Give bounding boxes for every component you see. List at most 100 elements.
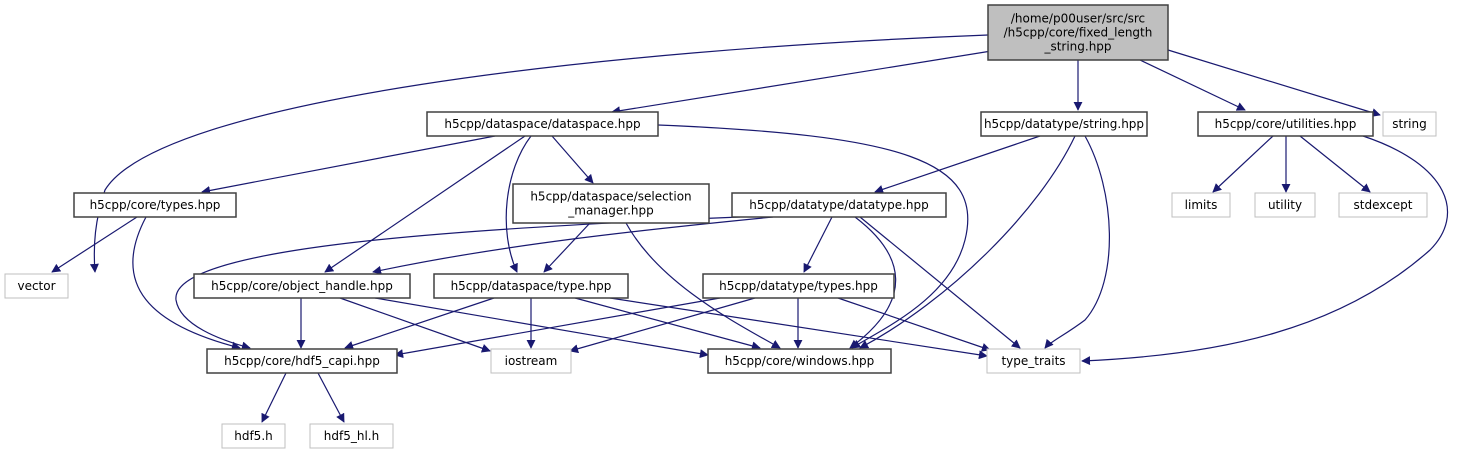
edge-dt_types-to-type_traits xyxy=(837,297,991,352)
node-label: utility xyxy=(1268,198,1302,212)
node-box xyxy=(193,273,411,299)
edge-dataspace-to-windows xyxy=(657,124,969,349)
edges-layer xyxy=(51,34,1448,423)
node-type-traits: type_traits xyxy=(986,348,1081,374)
node-utility: utility xyxy=(1254,192,1316,218)
node-hdf5-hl-h: hdf5_hl.h xyxy=(309,423,394,449)
node-box xyxy=(309,423,394,449)
node-label: /h5cpp/core/fixed_length xyxy=(1004,26,1153,40)
node-box xyxy=(433,273,629,299)
node-ds-type[interactable]: h5cpp/dataspace/type.hpp xyxy=(433,273,629,299)
node-label: _manager.hpp xyxy=(567,204,654,218)
edge-selection-to-ds_type xyxy=(543,222,591,273)
node-label: /home/p00user/src/src xyxy=(1011,12,1145,26)
node-box xyxy=(702,273,895,299)
node-selection[interactable]: h5cpp/dataspace/selection_manager.hpp xyxy=(512,183,710,224)
node-label: h5cpp/dataspace/selection xyxy=(530,190,691,204)
node-box xyxy=(1254,192,1316,218)
node-label: h5cpp/dataspace/type.hpp xyxy=(451,279,612,293)
node-label: h5cpp/datatype/types.hpp xyxy=(719,279,878,293)
edge-utilities-to-limits xyxy=(1212,135,1274,193)
node-hdf5-capi[interactable]: h5cpp/core/hdf5_capi.hpp xyxy=(206,348,398,374)
edge-dataspace-to-ds_type xyxy=(505,135,532,273)
node-label: iostream xyxy=(505,354,558,368)
node-box xyxy=(4,273,69,299)
edge-root-to-string xyxy=(1167,49,1381,117)
node-box xyxy=(1382,111,1437,137)
node-label: h5cpp/core/object_handle.hpp xyxy=(211,279,393,293)
node-core-types[interactable]: h5cpp/core/types.hpp xyxy=(73,192,237,218)
edge-datatype-to-dt_types xyxy=(803,216,833,273)
node-box xyxy=(512,183,710,224)
edge-datatype-to-hdf5_capi xyxy=(175,216,741,351)
edge-dt_types-to-hdf5_capi xyxy=(394,297,721,359)
node-label: hdf5.h xyxy=(234,429,273,443)
node-box xyxy=(73,192,237,218)
node-label: h5cpp/core/types.hpp xyxy=(90,198,221,212)
node-box xyxy=(986,348,1081,374)
node-iostream: iostream xyxy=(490,348,572,374)
node-label: vector xyxy=(17,279,55,293)
edge-dataspace-to-selection xyxy=(551,135,594,184)
edge-dt_types-to-iostream xyxy=(569,297,756,354)
node-root[interactable]: /home/p00user/src/src/h5cpp/core/fixed_l… xyxy=(987,4,1169,61)
node-label: type_traits xyxy=(1001,354,1065,368)
node-box xyxy=(980,111,1148,137)
node-label: h5cpp/dataspace/dataspace.hpp xyxy=(444,117,640,131)
node-label: h5cpp/datatype/string.hpp xyxy=(984,117,1144,131)
edge-string_hpp-to-datatype xyxy=(874,135,1041,194)
node-string-hpp[interactable]: h5cpp/datatype/string.hpp xyxy=(980,111,1148,137)
node-vector: vector xyxy=(4,273,69,299)
node-hdf5-h: hdf5.h xyxy=(221,423,286,449)
node-dataspace[interactable]: h5cpp/dataspace/dataspace.hpp xyxy=(426,111,659,137)
edge-utilities-to-stdexcept xyxy=(1299,135,1371,193)
node-box xyxy=(426,111,659,137)
edge-dataspace-to-object_handle xyxy=(324,135,526,273)
node-box xyxy=(206,348,398,374)
node-box xyxy=(707,348,892,374)
edge-utilities-to-type_traits xyxy=(1081,135,1448,366)
node-label: limits xyxy=(1185,198,1218,212)
node-label: h5cpp/core/utilities.hpp xyxy=(1215,117,1357,131)
edge-hdf5_capi-to-hdf5_h xyxy=(261,372,287,423)
node-box xyxy=(1171,192,1231,218)
node-box xyxy=(1197,111,1374,137)
node-box xyxy=(221,423,286,449)
edge-datatype-to-object_handle xyxy=(372,216,774,275)
node-box xyxy=(1338,192,1428,218)
edge-core_types-to-vector xyxy=(51,216,138,273)
edge-selection-to-windows xyxy=(625,222,781,349)
edge-root-to-utilities xyxy=(1139,59,1246,111)
edge-string_hpp-to-windows xyxy=(859,135,1076,349)
node-stdexcept: stdexcept xyxy=(1338,192,1428,218)
edge-datatype-to-type_traits xyxy=(859,216,1021,349)
node-string: string xyxy=(1382,111,1437,137)
node-label: _string.hpp xyxy=(1043,40,1111,54)
edge-object_handle-to-windows xyxy=(374,297,709,359)
edge-ds_type-to-hdf5_capi xyxy=(344,297,495,350)
node-windows[interactable]: h5cpp/core/windows.hpp xyxy=(707,348,892,374)
node-label: hdf5_hl.h xyxy=(324,429,379,443)
edge-dataspace-to-core_types xyxy=(201,135,496,195)
edge-core_types-to-hdf5_capi xyxy=(132,216,241,351)
edge-string_hpp-to-type_traits xyxy=(1044,135,1110,349)
node-label: h5cpp/core/hdf5_capi.hpp xyxy=(224,354,380,368)
node-label: h5cpp/datatype/datatype.hpp xyxy=(749,198,928,212)
node-limits: limits xyxy=(1171,192,1231,218)
node-label: stdexcept xyxy=(1354,198,1413,212)
node-box xyxy=(490,348,572,374)
node-label: string xyxy=(1392,117,1426,131)
edge-datatype-to-windows xyxy=(849,216,897,349)
node-label: h5cpp/core/windows.hpp xyxy=(725,354,875,368)
node-box xyxy=(731,192,947,218)
edge-hdf5_capi-to-hdf5_hl_h xyxy=(317,372,345,423)
edge-root-to-dataspace xyxy=(611,47,1011,116)
node-dt-types[interactable]: h5cpp/datatype/types.hpp xyxy=(702,273,895,299)
node-utilities[interactable]: h5cpp/core/utilities.hpp xyxy=(1197,111,1374,137)
node-object-handle[interactable]: h5cpp/core/object_handle.hpp xyxy=(193,273,411,299)
nodes-layer: /home/p00user/src/src/h5cpp/core/fixed_l… xyxy=(4,4,1437,449)
edge-root-to-vector xyxy=(89,34,989,273)
node-datatype[interactable]: h5cpp/datatype/datatype.hpp xyxy=(731,192,947,218)
node-box xyxy=(987,4,1169,61)
